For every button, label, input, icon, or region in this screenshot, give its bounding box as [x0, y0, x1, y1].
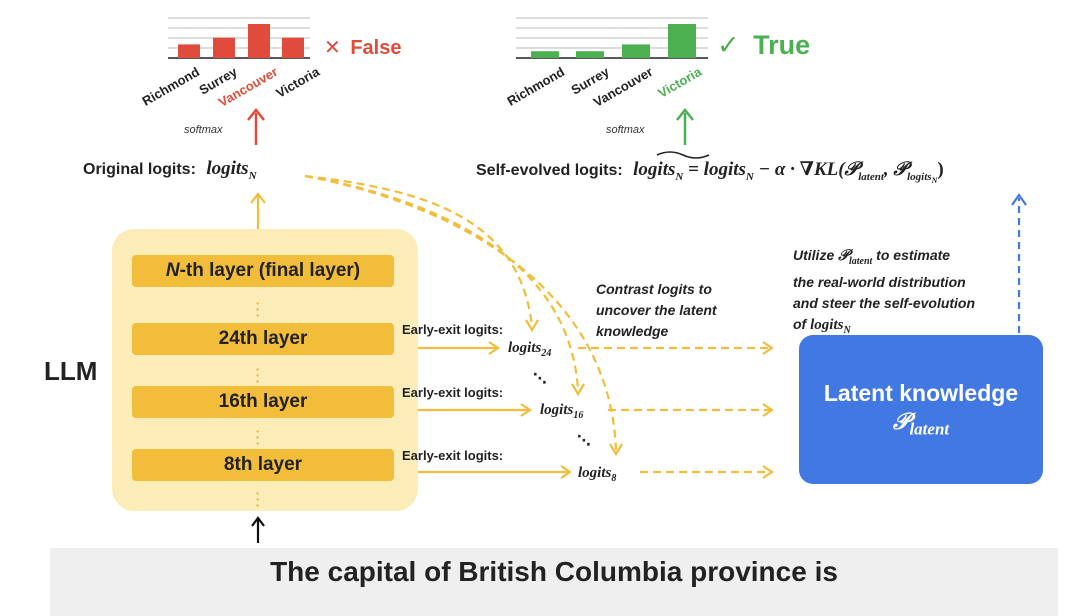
latent-to-formula-arrow	[1011, 193, 1027, 333]
formula-rhs-sub: N	[745, 170, 754, 183]
utilize-line1-post: to estimate	[872, 247, 951, 263]
to-latent-arrows	[578, 341, 774, 479]
prompt-text: The capital of British Columbia province…	[270, 556, 838, 587]
early-exit-label-8: Early-exit logits:	[402, 448, 504, 463]
formula-lhs-sub: N	[675, 170, 684, 183]
logits-8-base: logits	[578, 465, 612, 481]
formula-comma: ,	[883, 159, 894, 180]
verdict-false-text: False	[350, 37, 402, 59]
chart-true	[516, 17, 708, 59]
contrast-note-1: Contrast logits to	[596, 281, 712, 297]
utilize-line1-sym: 𝒫	[838, 248, 849, 264]
original-logits-row: Original logits: logitsN	[83, 158, 257, 182]
contrast-note: Contrast logits to uncover the latent kn…	[596, 279, 717, 342]
layer-8: 8th layer	[132, 449, 394, 481]
vdots-2: ···	[255, 361, 261, 389]
softmax-label-1: softmax	[184, 124, 223, 136]
chart-false	[168, 17, 310, 59]
llm-label: LLM	[44, 356, 98, 386]
formula-lhs: logits	[633, 159, 676, 180]
utilize-line1-pre: Utilize	[793, 247, 839, 263]
utilize-line4-math: logits	[810, 317, 844, 333]
latent-symbol: 𝒫latent	[893, 409, 949, 440]
tilde-mark	[656, 151, 710, 159]
verdict-true-text: True	[753, 30, 811, 60]
utilize-note: Utilize 𝒫latent to estimate the real-wor…	[793, 245, 975, 341]
formula-p1-sub: latent	[858, 170, 884, 183]
utilize-line2: the real-world distribution	[793, 274, 966, 290]
formula-close: )	[937, 159, 944, 180]
self-evolved-row: Self-evolved logits: logitsN = logitsN −…	[476, 158, 944, 185]
layer-final: N-th layer (final layer)	[132, 255, 394, 287]
early-exit-label-16: Early-exit logits:	[402, 385, 504, 400]
softmax-arrow-red	[247, 107, 265, 145]
vdots-1: ···	[255, 295, 261, 323]
chart-bar-vancouver	[622, 44, 650, 58]
chart-bar-surrey	[576, 51, 604, 58]
cross-icon: ✕	[324, 37, 341, 59]
layer-16: 16th layer	[132, 386, 394, 418]
self-evolved-label: Self-evolved logits:	[476, 162, 623, 179]
softmax-label-2: softmax	[606, 124, 645, 136]
chart-bar-surrey	[213, 37, 235, 58]
utilize-line3: and steer the self-evolution	[793, 295, 976, 311]
logits-16-base: logits	[540, 402, 574, 418]
layer-24: 24th layer	[132, 323, 394, 355]
logits-24-sub: 24	[541, 348, 552, 359]
dots-24: ⋱	[533, 370, 547, 386]
check-icon: ✓	[717, 30, 740, 60]
chart-bar-vancouver	[248, 24, 270, 58]
vdots-4: ···	[255, 485, 261, 513]
logits-8: logits8	[578, 465, 616, 484]
contrast-curve-heads	[525, 319, 623, 457]
contrast-note-2: uncover the latent	[596, 302, 717, 318]
contrast-curves	[304, 174, 618, 451]
layer-final-n: N	[165, 260, 180, 281]
utilize-line4-sub: N	[843, 325, 851, 336]
latent-sym-p: 𝒫	[892, 408, 910, 434]
logits-8-sub: 8	[611, 473, 617, 484]
original-logits-math: logits	[206, 158, 249, 179]
formula-p2-sub: logits	[907, 170, 932, 183]
formula-op: − α · ∇KL(	[753, 159, 845, 180]
chart-bar-richmond	[531, 51, 559, 58]
chart-bar-victoria	[668, 24, 696, 58]
latent-title: Latent knowledge	[823, 379, 1019, 406]
latent-sym-sub: latent	[909, 419, 950, 439]
prompt-bar: The capital of British Columbia province…	[50, 548, 1058, 616]
formula-eq: =	[683, 159, 704, 180]
verdict-false: ✕ False	[324, 35, 401, 60]
vdots-3: ···	[255, 423, 261, 451]
input-arrow	[251, 516, 265, 543]
formula-p1: 𝒫	[844, 159, 859, 180]
formula-p2: 𝒫	[893, 159, 908, 180]
original-logits-sub: N	[248, 169, 257, 182]
logits-24-base: logits	[508, 340, 542, 356]
logits-16: logits16	[540, 402, 583, 421]
contrast-note-3: knowledge	[596, 323, 669, 339]
logits-16-sub: 16	[573, 410, 584, 421]
chart-bar-victoria	[282, 37, 304, 58]
dots-16: ⋱	[577, 432, 591, 448]
layer-final-label: -th layer (final layer)	[179, 260, 361, 281]
original-logits-label: Original logits:	[83, 161, 196, 178]
utilize-line1-sub: latent	[848, 256, 873, 267]
early-exit-label-24: Early-exit logits:	[402, 322, 504, 337]
formula-p2-subsub: N	[931, 175, 938, 185]
utilize-line4-pre: of	[793, 316, 811, 332]
verdict-true: ✓ True	[717, 30, 810, 61]
latent-knowledge-box: Latent knowledge 𝒫latent	[799, 335, 1043, 484]
softmax-arrow-green	[676, 107, 694, 145]
logits-24: logits24	[508, 340, 551, 359]
chart-bar-richmond	[178, 44, 200, 58]
formula-rhs: logits	[703, 159, 746, 180]
